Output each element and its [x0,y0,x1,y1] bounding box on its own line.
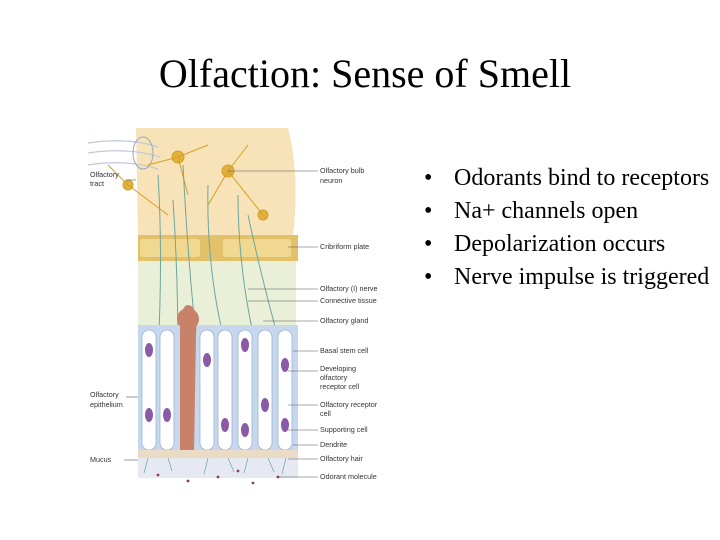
cribriform-plate [138,235,298,261]
label-mucus: Mucus [90,455,112,464]
label-dendrite: Dendrite [320,440,347,449]
bullet-dot-icon: • [424,231,433,257]
bullet-dot-icon: • [424,264,433,290]
bullet-item: • Odorants bind to receptors [424,162,720,195]
bullet-text: Nerve impulse is triggered [454,264,710,290]
olfactory-gland [180,305,197,455]
olfactory-epithelium-diagram: Olfactory tract Olfactory epithelium Muc… [88,125,398,490]
olfactory-hairs [143,457,287,475]
label-olfactory-nerve: Olfactory (I) nerve [320,284,378,293]
bullet-item: • Depolarization occurs [424,228,720,261]
bullet-item: • Nerve impulse is triggered [424,261,720,294]
label-olfactory-epithelium-2: epithelium [90,400,123,409]
bullet-text: Odorants bind to receptors [454,165,710,191]
bullet-dot-icon: • [424,198,433,224]
bullet-text: Depolarization occurs [454,231,666,257]
label-connective-tissue: Connective tissue [320,296,377,305]
label-olfactory-gland: Olfactory gland [320,316,368,325]
label-olfactory-tract-2: tract [90,179,104,188]
label-olfactory-bulb-neuron-2: neuron [320,176,342,185]
label-olfactory-receptor-cell-1: Olfactory receptor [320,400,378,409]
label-basal-stem-cell: Basal stem cell [320,346,369,355]
bullet-list: • Odorants bind to receptors • Na+ channel… [424,162,720,294]
cell-nuclei [145,338,289,437]
diagram-svg: Olfactory tract Olfactory epithelium Muc… [88,128,378,485]
label-developing-receptor-2: olfactory [320,373,348,382]
label-cribriform-plate: Cribriform plate [320,242,369,251]
bullet-item: • Na+ channels open [424,195,720,228]
label-leader-lines [124,170,318,478]
label-olfactory-hair: Olfactory hair [320,454,363,463]
slide-title: Olfaction: Sense of Smell [158,51,572,96]
label-odorant-molecule: Odorant molecule [320,472,377,481]
label-olfactory-epithelium-1: Olfactory [90,390,119,399]
label-developing-receptor-1: Developing [320,364,356,373]
label-olfactory-tract-1: Olfactory [90,170,119,179]
label-developing-receptor-3: receptor cell [320,382,360,391]
mucus-layer [138,458,298,478]
bullet-dot-icon: • [424,165,433,191]
label-olfactory-bulb-neuron-1: Olfactory bulb [320,166,364,175]
connective-tissue [138,261,296,325]
olfactory-bulb-neurons [107,144,269,221]
bullet-text: Na+ channels open [454,198,639,224]
label-olfactory-receptor-cell-2: cell [320,409,331,418]
label-supporting-cell: Supporting cell [320,425,368,434]
basal-layer [138,450,298,458]
